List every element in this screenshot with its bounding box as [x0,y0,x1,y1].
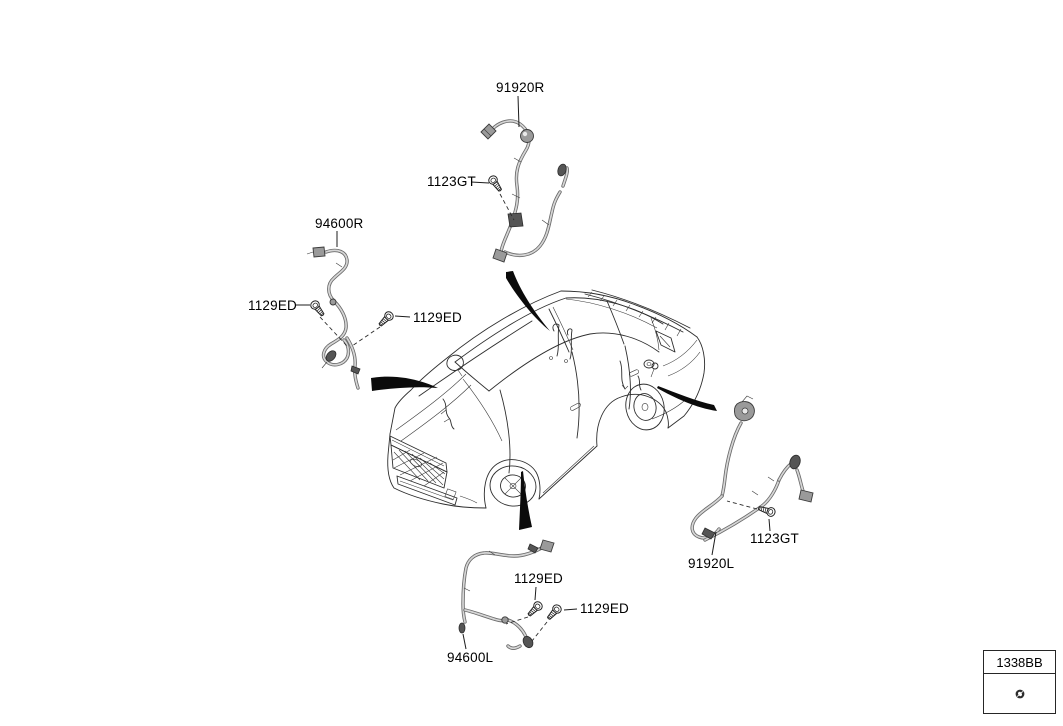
flange-nut-icon [1015,689,1024,699]
cable-clip [701,527,716,540]
part-label-1129ED-bottom-2: 1129ED [580,601,629,616]
fastener-dashed-lines [319,193,758,642]
part-label-1123GT-top: 1123GT [427,174,476,189]
bolt-icon-1129ED-left [308,298,327,319]
part-label-1129ED-right: 1129ED [413,310,462,325]
fastener-reference-icon-cell [984,674,1055,714]
mount-bracket [507,212,524,228]
sensor-head [325,350,337,362]
door-handle [570,402,581,411]
connector [539,539,555,553]
sensor-head [557,163,567,177]
pointer-arrow-left [371,376,438,391]
connector [798,489,814,503]
sensor-head [789,454,801,470]
part-label-1129ED-bottom-1: 1129ED [514,571,563,586]
connector [480,123,497,140]
sensor-head [522,635,534,649]
bolt-icon-1129ED-bottom-2 [544,602,564,623]
grommet [520,129,534,143]
bolt-icon-1129ED-bottom-1 [525,599,545,619]
cable-clip [527,543,539,554]
pointer-arrow-right [657,386,717,411]
bolt-icon-1129ED-right [376,309,396,329]
part-91920L-sensor-cable [690,395,814,542]
part-label-91920R: 91920R [496,80,545,95]
part-label-91920L: 91920L [688,556,735,571]
sensor-tip [458,622,466,634]
side-mirror [446,354,464,371]
part-label-1123GT-right: 1123GT [750,531,799,546]
cable-clip [329,298,337,306]
leader-lines [295,95,771,650]
part-label-1129ED-left: 1129ED [248,298,297,313]
front-wheel [489,465,537,507]
part-91920R-sensor-cable [480,119,569,263]
door-handle [628,369,640,377]
pointer-arrow-bottom [519,471,532,530]
part-label-94600L: 94600L [447,650,494,665]
cable-clip [501,616,509,624]
part-94600L-sensor-cable [458,539,555,650]
pointer-arrow-top [506,271,550,331]
bolt-icon-1123GT-top [486,173,505,194]
connector [492,248,508,263]
part-94600R-sensor-cable [306,246,361,390]
fastener-reference-box: 1338BB [983,650,1056,714]
cable-clip [350,365,361,375]
fastener-reference-code: 1338BB [984,651,1055,674]
fuel-door [643,359,655,369]
part-label-94600R: 94600R [315,216,364,231]
vehicle-illustration [387,289,706,509]
on-body-wiring [440,323,659,430]
connector [312,246,326,258]
rear-wheel [625,383,665,431]
